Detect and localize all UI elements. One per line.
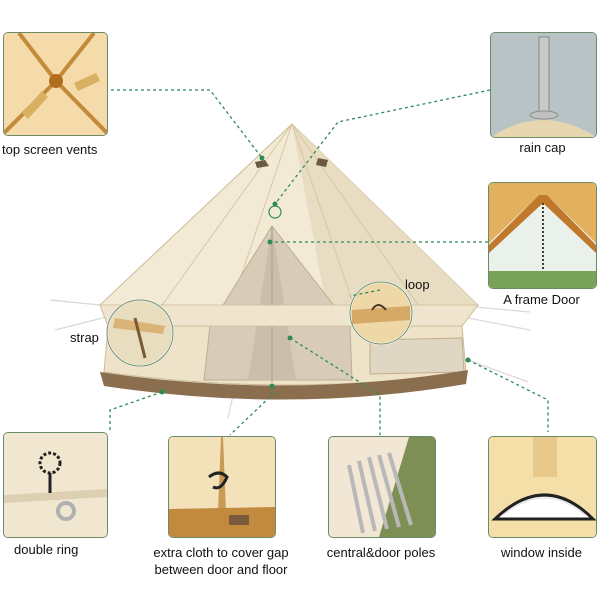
label-loop: loop xyxy=(405,277,430,292)
tent-roof-vents-closeup xyxy=(4,33,107,135)
rain-cap-panel xyxy=(490,32,597,138)
label-extra-cloth-line1: extra cloth to cover gap xyxy=(153,545,289,560)
window-panel xyxy=(488,436,597,538)
double-ring-panel xyxy=(3,432,108,538)
label-central-door-poles: central&door poles xyxy=(326,545,436,560)
door-cloth-panel xyxy=(168,436,276,538)
label-rain-cap: rain cap xyxy=(519,140,566,155)
loop-magnifier xyxy=(349,281,413,345)
poles-panel xyxy=(328,436,436,538)
label-top-screen-vents: top screen vents xyxy=(2,142,98,157)
window-closeup xyxy=(489,437,596,537)
double-ring-closeup xyxy=(4,433,107,537)
strap-magnifier xyxy=(106,299,174,367)
label-extra-cloth-line2: between door and floor xyxy=(154,562,288,577)
label-window-inside: window inside xyxy=(501,545,582,560)
a-frame-door-closeup xyxy=(489,183,596,288)
vents-panel xyxy=(3,32,108,136)
rain-cap-closeup xyxy=(491,33,596,137)
label-a-frame-door: A frame Door xyxy=(503,292,580,307)
poles-closeup xyxy=(329,437,435,537)
a-frame-door-panel xyxy=(488,182,597,289)
label-double-ring: double ring xyxy=(14,542,79,557)
label-strap: strap xyxy=(70,330,99,345)
door-cloth-closeup xyxy=(169,437,275,537)
